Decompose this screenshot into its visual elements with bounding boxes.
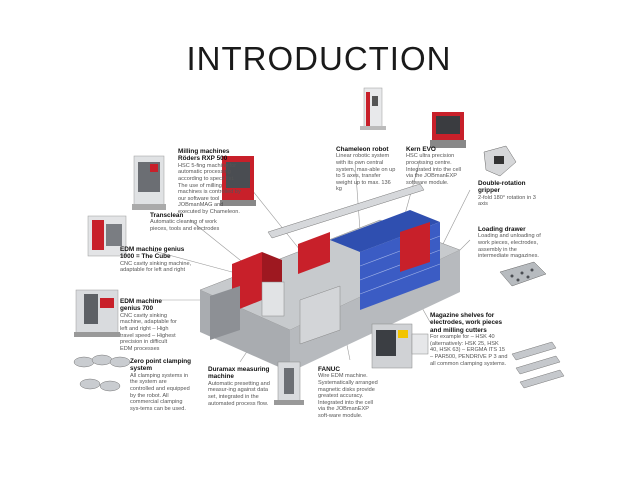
- label-desc: Automatic cleaning of work pieces, tools…: [150, 219, 220, 232]
- label-name: Loading drawer: [478, 226, 544, 233]
- label-kern-evo: Kern EVO HSC ultra precision processing …: [406, 146, 462, 186]
- label-edm-700: EDM machine genius 700 CNC cavity sinkin…: [120, 298, 180, 352]
- label-name: Milling machines Röders RXP 500: [178, 148, 242, 163]
- label-name: FANUC: [318, 366, 378, 373]
- magazine-rails: [512, 342, 564, 388]
- label-desc: HSC 5-fing machine for automatic process…: [178, 163, 242, 216]
- label-name: Magazine shelves for electrodes, work pi…: [430, 312, 508, 334]
- label-magazine-shelves: Magazine shelves for electrodes, work pi…: [430, 312, 508, 367]
- duramax-measuring-machine: [274, 362, 304, 405]
- label-name: EDM machine genius 1000 = The Cube: [120, 246, 194, 261]
- label-chameleon: Chameleon robot Linear robotic system wi…: [336, 146, 398, 193]
- label-desc: CNC cavity sinking machine, adaptable fo…: [120, 261, 194, 274]
- label-duramax: Duramax measuring machine Automatic pres…: [208, 366, 274, 407]
- edm-genius-700: [74, 290, 120, 337]
- label-desc: HSC ultra precision processing centre. I…: [406, 153, 462, 186]
- label-edm-1000: EDM machine genius 1000 = The Cube CNC c…: [120, 246, 194, 274]
- gripper-illustration: [484, 146, 516, 176]
- label-desc: 2-fold 180° rotation in 3 axis: [478, 195, 544, 208]
- label-desc: Wire EDM machine. Systematically arrange…: [318, 373, 378, 419]
- label-name: Kern EVO: [406, 146, 462, 153]
- label-name: EDM machine genius 700: [120, 298, 180, 313]
- label-loading-drawer: Loading drawer Loading and unloading of …: [478, 226, 544, 260]
- label-name: Duramax measuring machine: [208, 366, 274, 381]
- label-name: Chameleon robot: [336, 146, 398, 153]
- label-desc: Automatic presetting and measur-ing agai…: [208, 381, 274, 407]
- label-desc: CNC cavity sinking machine, adaptable fo…: [120, 313, 180, 353]
- label-transclean: Transclean Automatic cleaning of work pi…: [150, 212, 220, 233]
- label-name: Double-rotation gripper: [478, 180, 544, 195]
- label-name: Zero point clamping system: [130, 358, 192, 373]
- label-desc: Linear robotic system with its own centr…: [336, 153, 398, 193]
- chameleon-robot-tower: [360, 88, 386, 130]
- label-milling-machines: Milling machines Röders RXP 500 HSC 5-fi…: [178, 148, 242, 216]
- label-name: Transclean: [150, 212, 220, 219]
- zero-point-clamps: [74, 355, 130, 391]
- loading-drawer-tray: [500, 262, 546, 286]
- kern-evo-machine: [430, 112, 466, 148]
- label-fanuc: FANUC Wire EDM machine. Systematically a…: [318, 366, 378, 420]
- label-gripper: Double-rotation gripper 2-fold 180° rota…: [478, 180, 544, 208]
- roders-milling-machine: [132, 156, 166, 210]
- label-desc: Loading and unloading of work pieces, el…: [478, 233, 544, 259]
- label-zero-point: Zero point clamping system All clamping …: [130, 358, 192, 412]
- fanuc-wire-edm: [372, 324, 428, 368]
- label-desc: All clamping systems in the system are c…: [130, 373, 192, 413]
- label-desc: For example for – HSK 40 (alternatively:…: [430, 334, 508, 367]
